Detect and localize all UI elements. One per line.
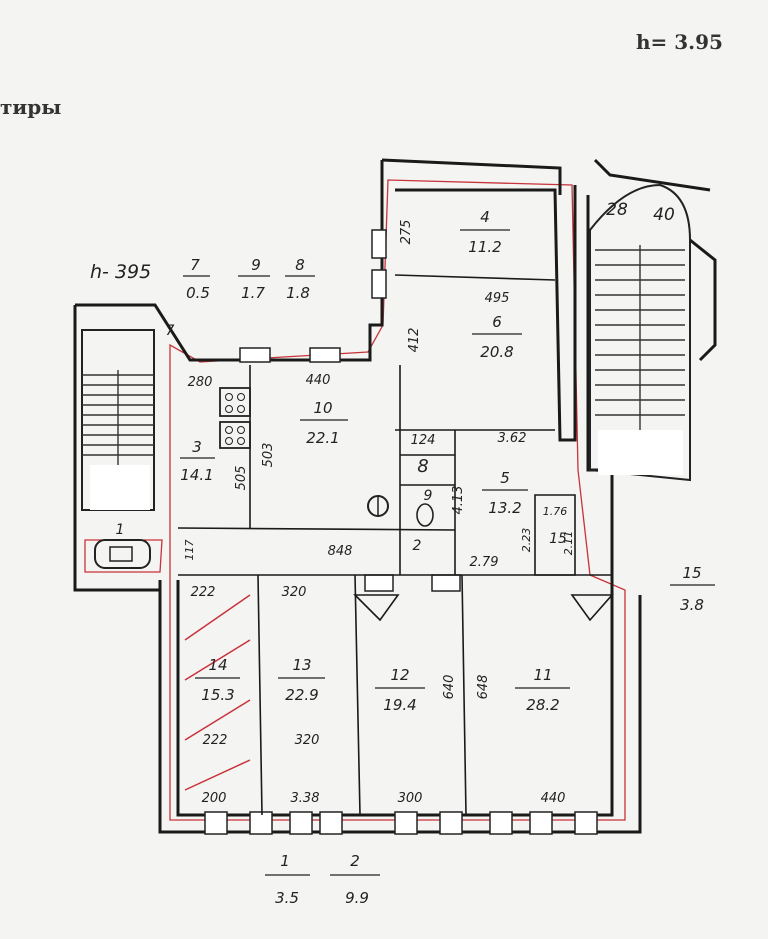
corridor-2-label: 2 [413,538,422,554]
interior-partitions [177,274,614,816]
dim-280: 280 [188,375,213,390]
room-2-area: 9.9 [345,889,369,907]
room-14-area: 15.3 [201,686,234,704]
room-13-area: 22.9 [285,686,318,704]
stair-28-label: 28 [606,200,628,220]
room-1-area: 3.5 [275,889,299,907]
dim-279: 2.79 [470,555,499,570]
vestibule-box-icon [94,539,151,569]
dim-223: 2.23 [520,528,533,553]
dim-640: 640 [442,675,457,700]
dim-848: 848 [328,544,353,559]
room-11-area: 28.2 [526,696,559,714]
room-12-area: 19.4 [383,696,416,714]
title-fragment: тиры [0,95,62,119]
interior-boundary-line [169,179,626,821]
stairs-left [81,329,155,511]
height-note: h= 3.95 [636,30,723,54]
room-6-area: 20.8 [480,343,513,361]
room-9-area: 1.7 [241,284,265,302]
hatching [184,594,251,791]
room-8-area: 1.8 [286,284,310,302]
room-15-number: 15 [682,564,701,582]
dim-440-bottom: 440 [541,791,566,806]
stove-icon [219,387,251,417]
dim-440-top: 440 [306,373,331,388]
wc-9-label: 9 [424,488,433,504]
room-5-area: 13.2 [488,499,521,517]
dim-412: 412 [407,328,422,353]
dim-222-top: 222 [191,585,216,600]
room-7-area: 0.5 [186,284,210,302]
dim-320-top: 320 [282,585,307,600]
dim-503: 503 [261,443,276,468]
dim-648: 648 [476,675,491,700]
toilet-icon [416,503,434,527]
dim-413: 4.13 [451,486,466,515]
room-11-number: 11 [533,666,552,684]
dim-505: 505 [234,466,249,491]
room-1-number: 1 [280,852,290,870]
dim-211: 2.11 [562,531,575,556]
dim-495: 495 [485,291,510,306]
dim-275: 275 [399,220,414,245]
room-13-number: 13 [292,656,311,674]
stove-icon [219,421,251,449]
room-12-number: 12 [390,666,409,684]
dim-124: 124 [411,433,436,448]
windows [204,229,598,835]
room-14-number: 14 [208,656,227,674]
dim-117: 117 [183,540,196,561]
interior-boundary-line [84,539,163,573]
room-4-number: 4 [480,208,490,226]
dim-176: 1.76 [543,505,568,518]
room-5-number: 5 [500,469,510,487]
dim-300: 300 [398,791,423,806]
room-3-area: 14.1 [180,466,213,484]
dim-338: 3.38 [291,791,320,806]
room-9-number: 9 [251,256,261,274]
room-7-number: 7 [190,256,200,274]
stair-40-label: 40 [653,205,675,225]
room-10-area: 22.1 [306,429,339,447]
dim-222-mid: 222 [203,733,228,748]
dim-200: 200 [202,791,227,806]
wc-8-label: 8 [417,456,428,477]
room-4-area: 11.2 [468,238,501,256]
stairs-right [589,183,717,482]
lobby-7-label: 7 [166,323,175,339]
dim-320-mid: 320 [295,733,320,748]
room-15-area: 3.8 [680,596,704,614]
bath-15-label: 15 [549,531,567,547]
room-2-number: 2 [350,852,360,870]
room-3-number: 3 [192,438,202,456]
vestibule-1-label: 1 [116,522,125,538]
dim-362: 3.62 [498,431,527,446]
room-10-number: 10 [313,399,332,417]
room-6-number: 6 [492,313,502,331]
height-mark: h- 395 [90,261,151,283]
room-8-number: 8 [295,256,305,274]
